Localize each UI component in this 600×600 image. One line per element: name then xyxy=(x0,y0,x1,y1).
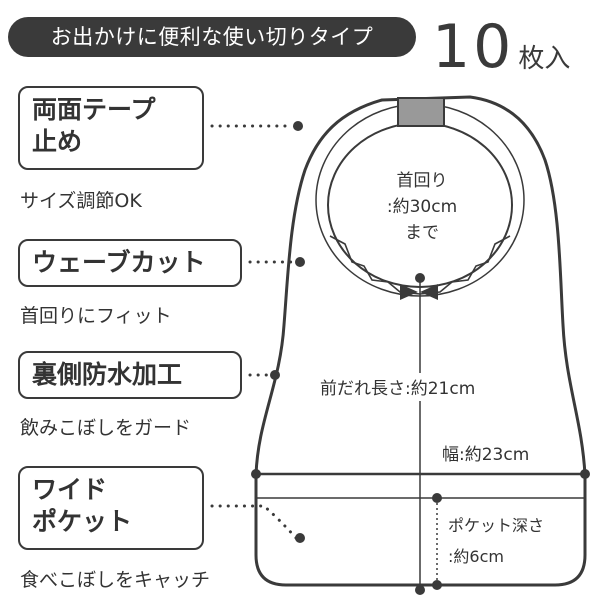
neck-label-line1: 首回り xyxy=(397,171,448,191)
feature-caption-tape: サイズ調節OK xyxy=(20,190,142,212)
neck-bow xyxy=(400,284,438,300)
leader-end xyxy=(295,533,305,543)
length-measure-end xyxy=(415,273,425,283)
pocket-depth-label-line1: ポケット深さ xyxy=(448,516,544,535)
feature-title-line: 止め xyxy=(32,127,83,156)
length-label-bg xyxy=(316,373,526,401)
feature-caption-wave-cut: 首回りにフィット xyxy=(20,305,172,327)
neck-label-line2: :約30cm xyxy=(387,197,457,217)
width-label: 幅:約23cm xyxy=(442,445,529,465)
feature-caption-waterproof: 飲みこぼしをガード xyxy=(20,417,192,439)
count-unit: 枚入 xyxy=(518,44,571,74)
leader-end xyxy=(295,257,305,267)
feature-box-wave-cut: ウェーブカット xyxy=(18,239,242,287)
feature-title-line: ウェーブカット xyxy=(32,248,206,277)
feature-box-wide-pocket: ワイド ポケット xyxy=(18,466,204,550)
neck-label-line3: まで xyxy=(405,223,439,243)
pocket-depth-end xyxy=(432,580,442,590)
tagline-banner: お出かけに便利な使い切りタイプ xyxy=(8,17,416,57)
tape-strip xyxy=(397,97,445,127)
pocket-depth-label-line2: :約6cm xyxy=(448,547,504,566)
feature-caption-wide-pocket: 食べこぼしをキャッチ xyxy=(20,569,211,591)
length-label: 前だれ長さ:約21cm xyxy=(320,379,475,399)
leader-end xyxy=(270,370,280,380)
leader-end xyxy=(293,121,303,131)
tagline-text: お出かけに便利な使い切りタイプ xyxy=(50,25,374,49)
length-measure-end xyxy=(415,585,425,595)
feature-title-line: 裏側防水加工 xyxy=(32,360,183,389)
count-number: 10 xyxy=(432,12,515,82)
pocket-depth-end xyxy=(432,493,442,503)
width-label-bg xyxy=(440,440,558,466)
width-measure-end xyxy=(580,469,590,479)
feature-box-waterproof: 裏側防水加工 xyxy=(18,351,242,399)
feature-title-line: 両面テープ xyxy=(32,95,156,124)
feature-box-tape: 両面テープ 止め xyxy=(18,86,204,170)
feature-title-line: ポケット xyxy=(32,507,133,536)
width-measure-end xyxy=(251,469,261,479)
feature-title-line: ワイド xyxy=(32,475,108,504)
leader-lines xyxy=(210,124,302,540)
